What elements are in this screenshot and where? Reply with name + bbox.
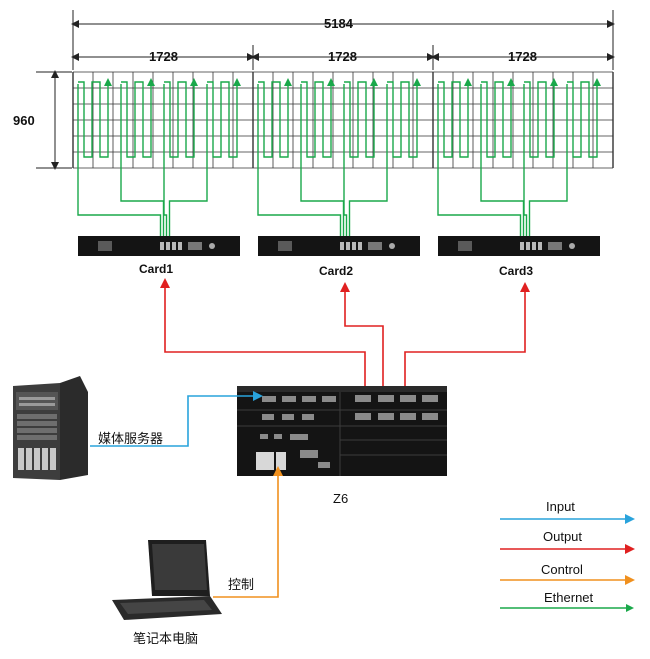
card-ethernet-port [172, 242, 176, 250]
section1-width-label: 1728 [149, 49, 178, 64]
card3-label: Card3 [499, 264, 534, 278]
card2-label: Card2 [319, 264, 354, 278]
ethernet-feed-line [168, 84, 208, 236]
input-line [90, 391, 263, 447]
legend-ethernet-label: Ethernet [544, 590, 594, 605]
dimension-lines [36, 10, 615, 170]
legend [500, 514, 635, 612]
ethernet-scan-paths [77, 78, 601, 236]
ethernet-feed-line [163, 84, 168, 236]
laptop-icon [112, 540, 222, 620]
card-power-port [98, 241, 112, 251]
scan-path [344, 78, 378, 158]
output-lines [160, 278, 530, 395]
media-server-label: 媒体服务器 [98, 431, 164, 446]
card-ethernet-port [532, 242, 536, 250]
card-ethernet-port [178, 242, 182, 250]
card-ethernet-port [352, 242, 356, 250]
card-ethernet-port [358, 242, 362, 250]
scan-path [121, 78, 155, 158]
card-knob [209, 243, 215, 249]
card-ethernet-port [166, 242, 170, 250]
scan-path [438, 78, 472, 158]
laptop-label: 笔记本电脑 [133, 631, 199, 646]
card-ethernet-port [520, 242, 524, 250]
sending-cards [78, 236, 600, 256]
sending-card-1 [78, 236, 240, 256]
card-knob [389, 243, 395, 249]
card-dvi-port [368, 242, 382, 250]
total-width-label: 5184 [324, 16, 353, 31]
scan-path [567, 78, 601, 158]
controller-label: Z6 [333, 491, 349, 506]
ethernet-feed-line [528, 84, 568, 236]
height-label: 960 [13, 113, 35, 128]
ethernet-feed-line [480, 84, 525, 236]
legend-control-label: Control [541, 562, 583, 577]
ethernet-feed-line [120, 84, 165, 236]
z6-controller [237, 386, 447, 476]
led-screen-grid [72, 71, 614, 169]
sending-card-3 [438, 236, 600, 256]
card-dvi-port [188, 242, 202, 250]
sending-card-2 [258, 236, 420, 256]
legend-output-label: Output [543, 529, 583, 544]
control-label: 控制 [228, 577, 255, 592]
media-server-icon [13, 376, 88, 480]
ethernet-feed-line [348, 84, 388, 236]
ethernet-feed-line [523, 84, 528, 236]
scan-path [524, 78, 558, 158]
card-ethernet-port [526, 242, 530, 250]
scan-path [481, 78, 515, 158]
scan-path [78, 78, 112, 158]
ethernet-feed-line [257, 84, 342, 236]
ethernet-feed-line [300, 84, 345, 236]
ethernet-feed-line [343, 84, 348, 236]
card-power-port [278, 241, 292, 251]
card-ethernet-port [340, 242, 344, 250]
scan-path [258, 78, 292, 158]
ethernet-feed-line [437, 84, 522, 236]
scan-path [387, 78, 421, 158]
ethernet-feed-line [77, 84, 162, 236]
card-ethernet-port [346, 242, 350, 250]
scan-path [164, 78, 198, 158]
control-line [213, 466, 283, 598]
card-ethernet-port [538, 242, 542, 250]
scan-path [301, 78, 335, 158]
card-power-port [458, 241, 472, 251]
card-ethernet-port [160, 242, 164, 250]
card-dvi-port [548, 242, 562, 250]
section3-width-label: 1728 [508, 49, 537, 64]
scan-path [207, 78, 241, 158]
legend-input-label: Input [546, 499, 575, 514]
section2-width-label: 1728 [328, 49, 357, 64]
card-knob [569, 243, 575, 249]
card1-label: Card1 [139, 262, 174, 276]
